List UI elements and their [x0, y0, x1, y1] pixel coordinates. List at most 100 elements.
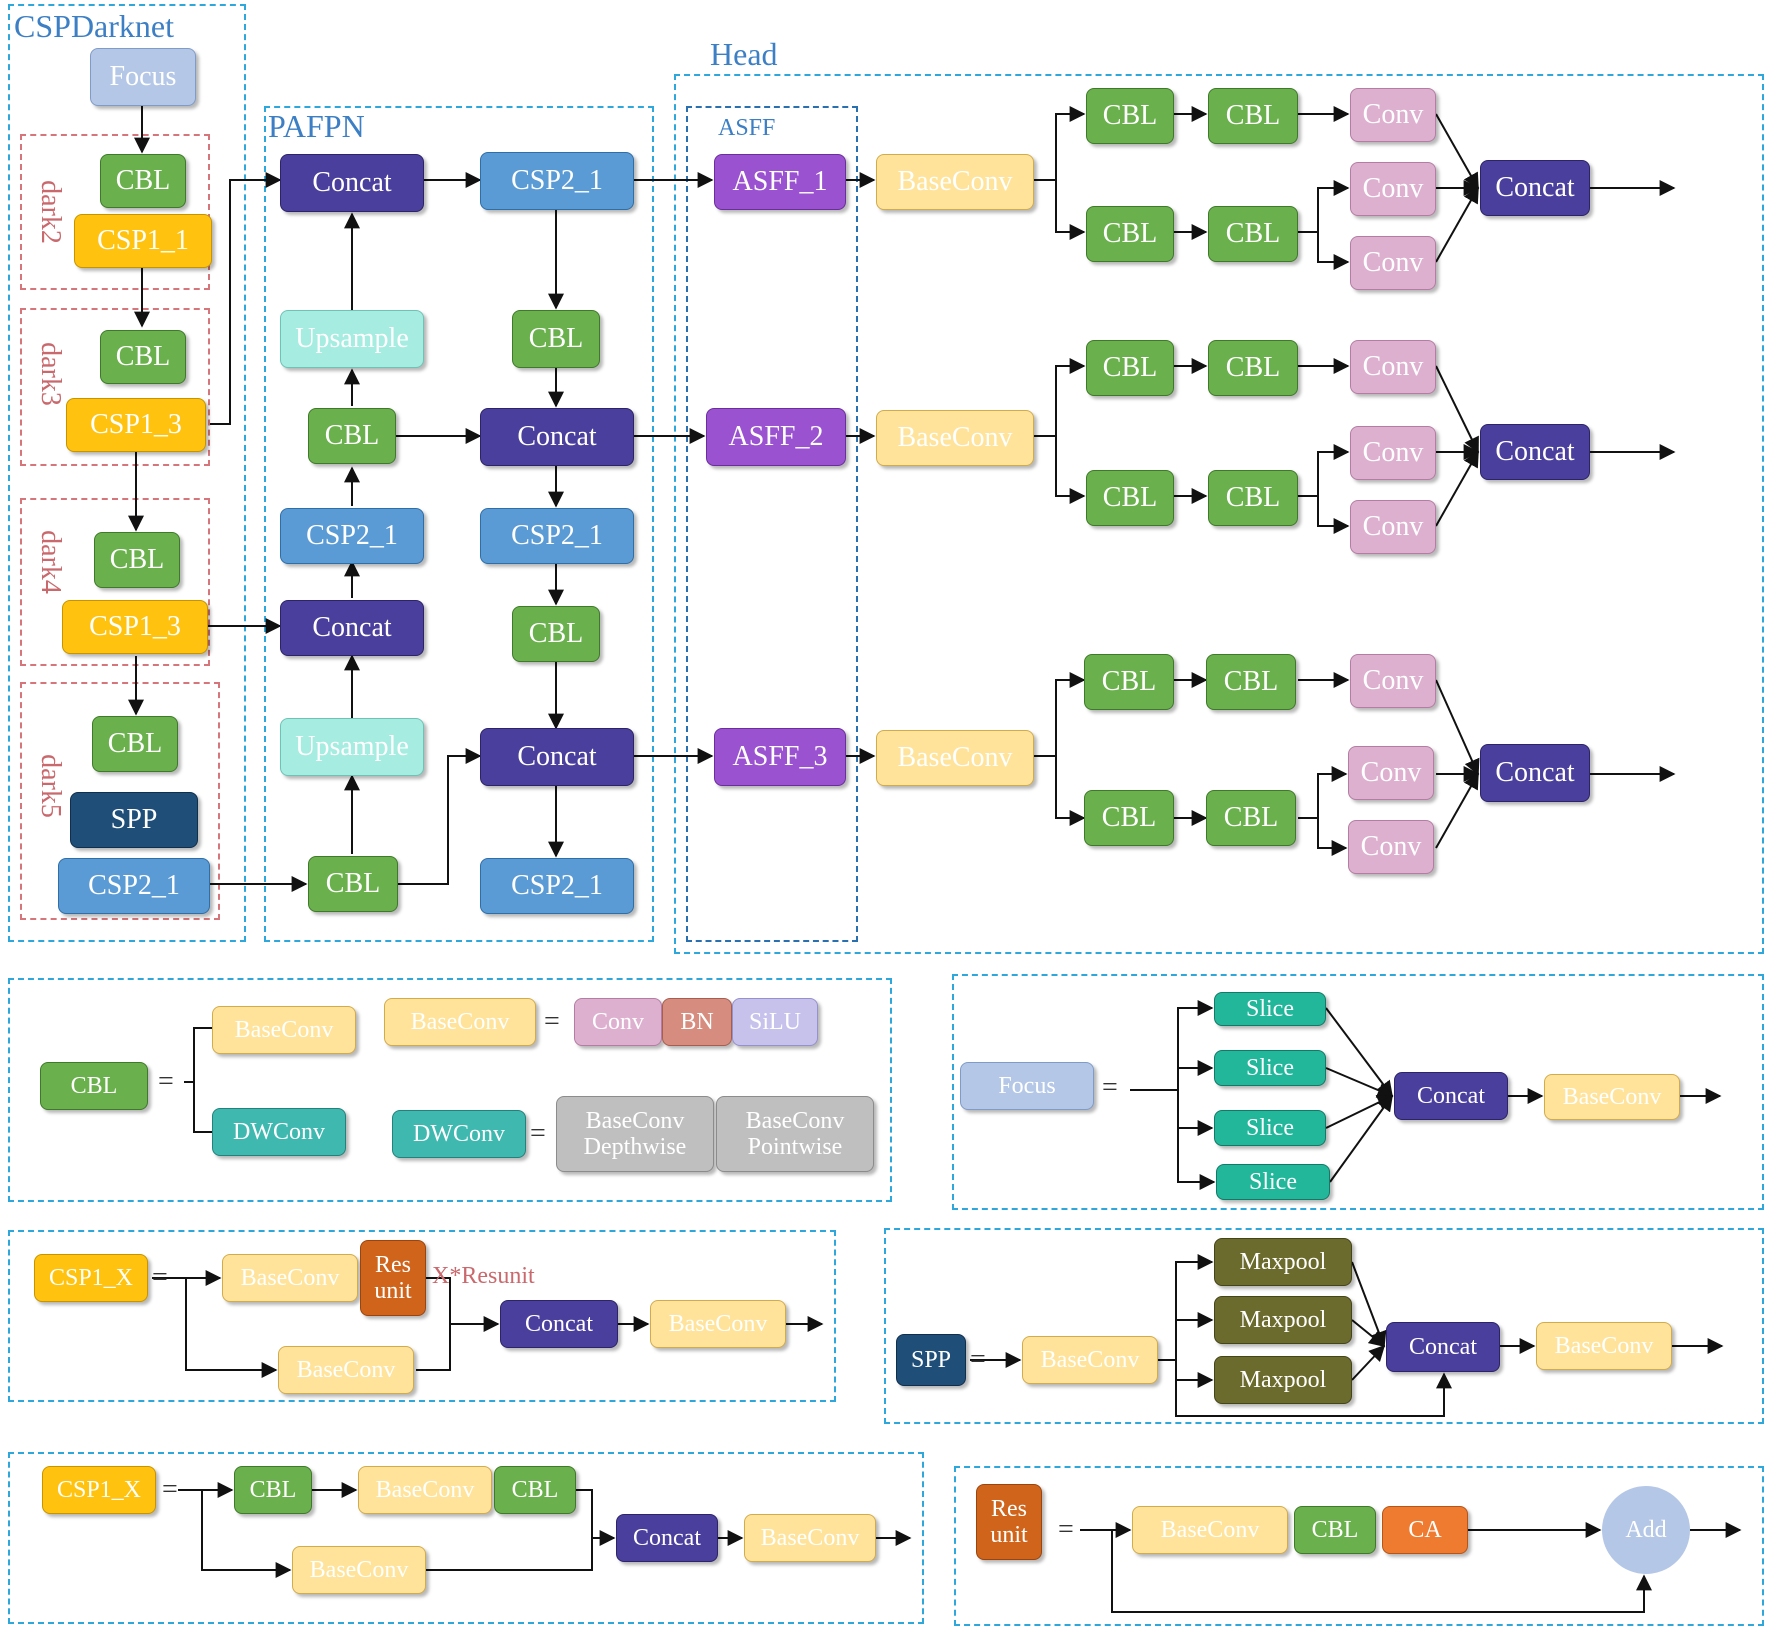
pafpn-concat-r3-node: Concat: [480, 728, 634, 786]
legend-maxpool-3-node: Maxpool: [1214, 1356, 1352, 1404]
legend-csp1-baseconv-top-node: BaseConv: [222, 1254, 358, 1302]
legend-spp-baseconv-out-node: BaseConv: [1536, 1322, 1672, 1370]
head-baseconv-3-node: BaseConv: [876, 730, 1034, 786]
legend-spp-eq: =: [970, 1344, 986, 1375]
head-cbl-r3d-node: CBL: [1206, 790, 1296, 846]
dark3-cbl-node: CBL: [100, 330, 186, 384]
legend-slice-3-node: Slice: [1214, 1110, 1326, 1146]
legend-slice-4-node: Slice: [1216, 1164, 1330, 1200]
legend-res-ca-node: CA: [1382, 1506, 1468, 1554]
legend-dwconv-eq: =: [530, 1118, 546, 1149]
head-cbl-r1a-node: CBL: [1086, 88, 1174, 144]
legend-res-eq: =: [1058, 1514, 1074, 1545]
legend-csp2-frame: [8, 1452, 924, 1624]
head-conv-r3c-node: Conv: [1348, 820, 1434, 874]
legend-focus-node: Focus: [960, 1062, 1094, 1110]
legend-csp2-cbl-2-node: CBL: [494, 1466, 576, 1514]
pafpn-concat-mid-node: Concat: [280, 600, 424, 656]
head-baseconv-1-node: BaseConv: [876, 154, 1034, 210]
head-cbl-r3b-node: CBL: [1206, 654, 1296, 710]
legend-csp1-baseconv-bottom-node: BaseConv: [278, 1346, 414, 1394]
asff-3-node: ASFF_3: [714, 728, 846, 786]
legend-csp1-baseconv-out-node: BaseConv: [650, 1300, 786, 1348]
legend-spp-node: SPP: [896, 1334, 966, 1386]
legend-baseconv-node: BaseConv: [384, 998, 536, 1046]
head-cbl-r3a-node: CBL: [1084, 654, 1174, 710]
legend-res-add-node: Add: [1602, 1486, 1690, 1574]
legend-csp2-concat-node: Concat: [616, 1514, 718, 1562]
dark3-label: dark3: [34, 342, 66, 406]
pafpn-csp-1-node: CSP2_1: [280, 508, 424, 564]
legend-csp2-baseconv-out-node: BaseConv: [744, 1514, 876, 1562]
legend-focus-frame: [952, 974, 1764, 1210]
dark2-frame: [20, 134, 210, 290]
pafpn-upsample-2-node: Upsample: [280, 718, 424, 776]
dark5-csp-node: CSP2_1: [58, 858, 210, 914]
head-baseconv-2-node: BaseConv: [876, 410, 1034, 466]
dark4-frame: [20, 498, 210, 666]
pafpn-frame: [264, 106, 654, 942]
asff-1-node: ASFF_1: [714, 154, 846, 210]
legend-csp2-cbl-1-node: CBL: [234, 1466, 312, 1514]
legend-csp1-resunit-node: Res unit: [360, 1240, 426, 1316]
legend-focus-concat-node: Concat: [1394, 1072, 1508, 1120]
head-label: Head: [710, 36, 778, 72]
legend-depthwise-node: BaseConv Depthwise: [556, 1096, 714, 1172]
head-cbl-r1c-node: CBL: [1086, 206, 1174, 262]
head-concat-r3-node: Concat: [1480, 744, 1590, 802]
head-conv-r2a-node: Conv: [1350, 340, 1436, 394]
head-conv-r3a-node: Conv: [1350, 654, 1436, 708]
asff-label: ASFF: [718, 115, 776, 141]
head-conv-r3b-node: Conv: [1348, 746, 1434, 800]
head-cbl-r1d-node: CBL: [1208, 206, 1298, 262]
head-conv-r1b-node: Conv: [1350, 162, 1436, 216]
dark5-spp-node: SPP: [70, 792, 198, 848]
legend-res-node: Res unit: [976, 1484, 1042, 1560]
dark2-cbl-node: CBL: [100, 154, 186, 208]
pafpn-concat-r2-node: Concat: [480, 408, 634, 466]
pafpn-label: PAFPN: [268, 108, 365, 144]
legend-csp2-node: CSP1_X: [42, 1466, 156, 1514]
pafpn-cbl-r1-node: CBL: [512, 310, 600, 368]
dark3-csp-node: CSP1_3: [66, 398, 206, 452]
legend-csp2-baseconv-1-node: BaseConv: [358, 1466, 492, 1514]
legend-csp1-eq: =: [152, 1262, 168, 1293]
legend-slice-2-node: Slice: [1214, 1050, 1326, 1086]
pafpn-csp-r1-node: CSP2_1: [480, 152, 634, 210]
legend-cbl-baseconv-node: BaseConv: [212, 1006, 356, 1054]
legend-res-baseconv-node: BaseConv: [1132, 1506, 1288, 1554]
legend-res-frame: [954, 1466, 1764, 1626]
dark4-label: dark4: [34, 530, 66, 594]
legend-cbl-dwconv-node: DWConv: [212, 1108, 346, 1156]
legend-focus-baseconv-node: BaseConv: [1544, 1074, 1680, 1120]
legend-spp-concat-node: Concat: [1386, 1322, 1500, 1372]
dark5-cbl-node: CBL: [92, 716, 178, 772]
legend-pointwise-node: BaseConv Pointwise: [716, 1096, 874, 1172]
legend-csp2-eq: =: [162, 1474, 178, 1505]
legend-silu-node: SiLU: [732, 998, 818, 1046]
head-conv-r1a-node: Conv: [1350, 88, 1436, 142]
cspdarknet-label: CSPDarknet: [14, 8, 174, 44]
head-frame: [674, 74, 1764, 954]
dark4-csp-node: CSP1_3: [62, 600, 208, 654]
legend-csp1-note: X*Resunit: [432, 1263, 535, 1289]
legend-csp2-baseconv-2-node: BaseConv: [292, 1546, 426, 1594]
legend-cbl-node: CBL: [40, 1062, 148, 1110]
head-conv-r1c-node: Conv: [1350, 236, 1436, 290]
head-cbl-r2d-node: CBL: [1208, 470, 1298, 526]
pafpn-cbl-bottom-node: CBL: [308, 856, 398, 912]
legend-dwconv-node: DWConv: [392, 1110, 526, 1158]
legend-bn-node: BN: [662, 998, 732, 1046]
legend-spp-baseconv-node: BaseConv: [1022, 1336, 1158, 1384]
head-cbl-r3c-node: CBL: [1084, 790, 1174, 846]
legend-csp1-concat-node: Concat: [500, 1300, 618, 1348]
head-cbl-r2a-node: CBL: [1086, 340, 1174, 396]
pafpn-csp-r3-node: CSP2_1: [480, 858, 634, 914]
dark3-frame: [20, 308, 210, 466]
pafpn-cbl-r2-node: CBL: [512, 606, 600, 662]
head-cbl-r1b-node: CBL: [1208, 88, 1298, 144]
cspdarknet-frame: [8, 4, 246, 942]
legend-cbl-frame: [8, 978, 892, 1202]
head-concat-r2-node: Concat: [1480, 424, 1590, 480]
legend-maxpool-1-node: Maxpool: [1214, 1238, 1352, 1286]
